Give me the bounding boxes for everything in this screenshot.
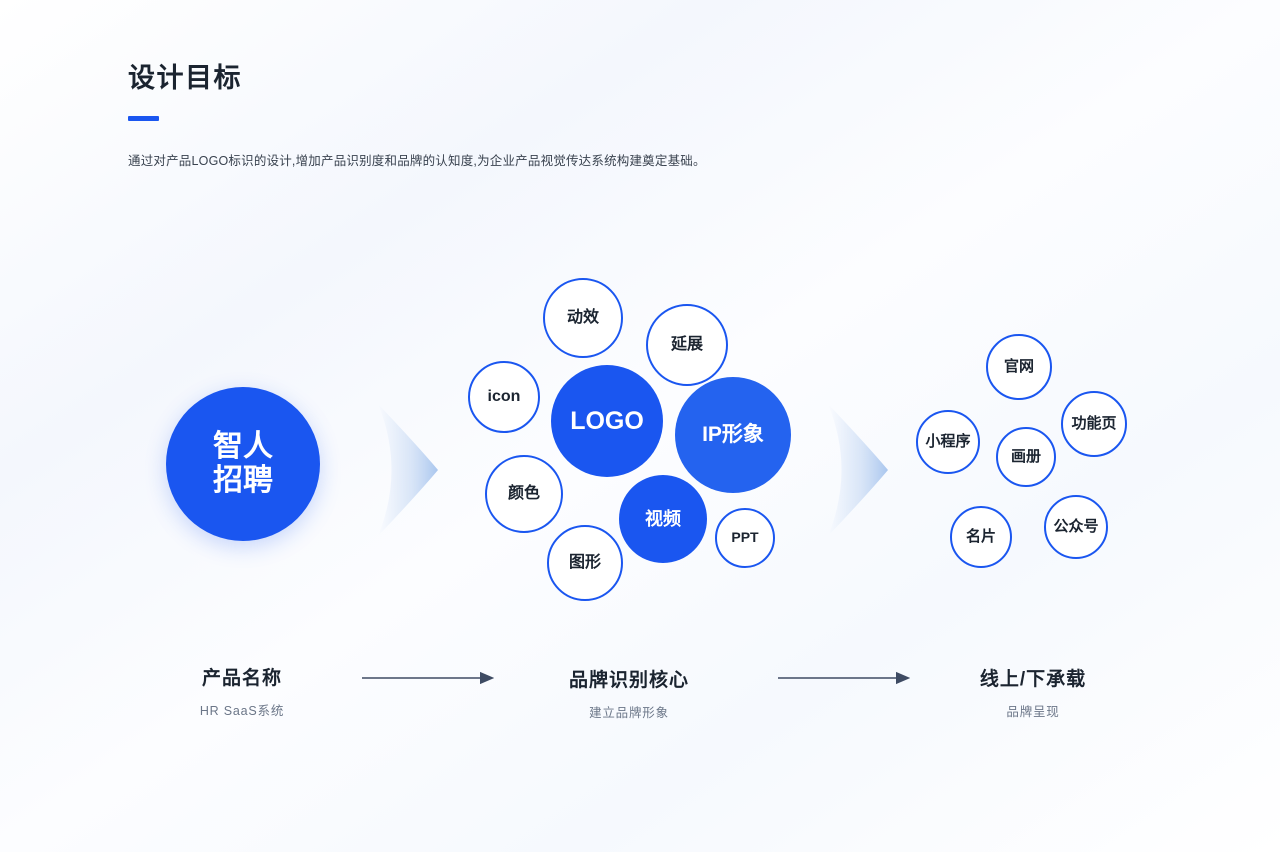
bubble-功能页[interactable]: 功能页	[1061, 391, 1127, 457]
page-subtitle: 通过对产品LOGO标识的设计,增加产品识别度和品牌的认知度,为企业产品视觉传达系…	[128, 154, 706, 168]
bubble-PPT[interactable]: PPT	[715, 508, 775, 568]
bubble-视频[interactable]: 视频	[619, 475, 707, 563]
step-subtitle: 建立品牌形象	[589, 706, 669, 720]
step-title: 产品名称	[201, 668, 282, 689]
bubble-label: 功能页	[1071, 414, 1117, 432]
bubble-动效[interactable]: 动效	[543, 278, 623, 358]
step-1: 产品名称 HR SaaS系统	[200, 663, 284, 719]
bubble-label: IP形象	[702, 423, 764, 447]
bubble-label: 画册	[1010, 447, 1041, 465]
title-accent-bar	[128, 116, 159, 121]
bubble-画册[interactable]: 画册	[996, 427, 1056, 487]
bubble-IP形象[interactable]: IP形象	[675, 377, 791, 493]
bubble-label: 视频	[645, 508, 681, 529]
step-title: 品牌识别核心	[568, 670, 690, 691]
step-3: 线上/下承载品牌呈现	[980, 664, 1086, 720]
bubble-icon[interactable]: icon	[468, 361, 540, 433]
bubble-label: PPT	[731, 529, 759, 546]
bubble-名片[interactable]: 名片	[950, 506, 1012, 568]
page-title: 设计目标	[128, 63, 242, 93]
bubble-图形[interactable]: 图形	[547, 525, 623, 601]
bubble-公众号[interactable]: 公众号	[1044, 495, 1108, 559]
bubble-label: icon	[487, 388, 521, 406]
bubble-官网[interactable]: 官网	[986, 334, 1052, 400]
bubble-LOGO[interactable]: LOGO	[551, 365, 663, 477]
chevron-left-to-center	[378, 404, 438, 536]
bubble-label: 小程序	[925, 432, 971, 450]
chevron-center-to-right	[828, 404, 888, 536]
bubble-延展[interactable]: 延展	[646, 304, 728, 386]
bubble-颜色[interactable]: 颜色	[485, 455, 563, 533]
bubble-label: 图形	[568, 554, 601, 572]
bubble-brand[interactable]: 智人 招聘	[166, 387, 320, 541]
bubble-label: 智人 招聘	[213, 430, 273, 497]
bubble-label: 动效	[566, 309, 599, 327]
bubble-label: 延展	[670, 336, 703, 354]
bubble-label: 名片	[965, 527, 996, 545]
bubble-小程序[interactable]: 小程序	[916, 410, 980, 474]
step-2: 品牌识别核心建立品牌形象	[569, 665, 689, 721]
step-subtitle: 品牌呈现	[1006, 705, 1060, 719]
bubble-label: 官网	[1003, 357, 1034, 375]
step-subtitle: HR SaaS系统	[199, 704, 285, 718]
bubble-label: LOGO	[570, 407, 644, 435]
bubble-label: 颜色	[507, 485, 540, 503]
bubble-label: 公众号	[1053, 517, 1099, 535]
header: 设计目标	[128, 62, 242, 94]
step-title: 线上/下承载	[979, 669, 1087, 690]
